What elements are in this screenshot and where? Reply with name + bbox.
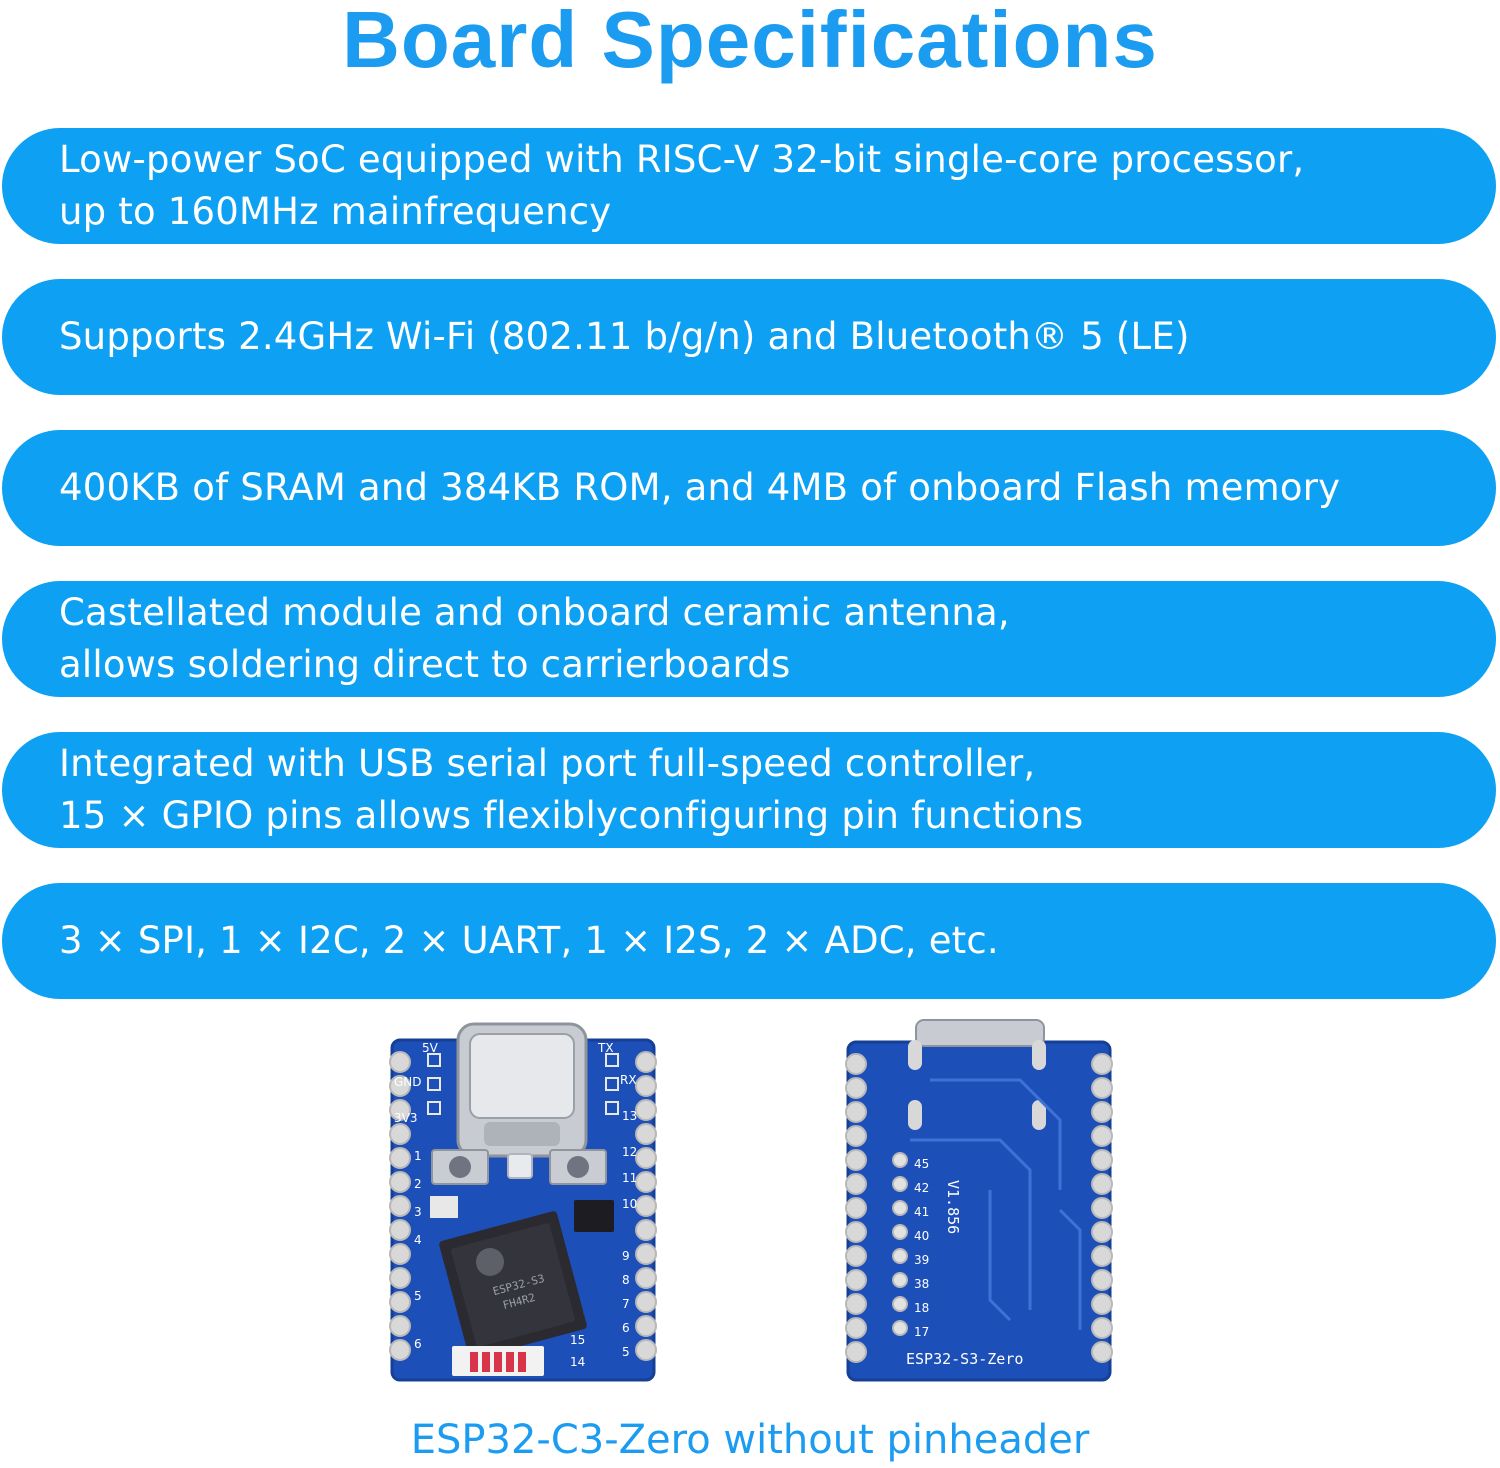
usb-c-connector-back — [915, 1019, 1045, 1047]
spec-pill-1: Low-power SoC equipped with RISC-V 32-bi… — [2, 128, 1496, 244]
spec-pill-6: 3 × SPI, 1 × I2C, 2 × UART, 1 × I2S, 2 ×… — [2, 883, 1496, 999]
spec-text: 400KB of SRAM and 384KB ROM, and 4MB of … — [59, 466, 1341, 509]
pin-label: 2 — [414, 1177, 422, 1191]
pin-label: 1 — [414, 1149, 422, 1163]
board-version: V1.856 — [944, 1180, 962, 1234]
back-left-pads — [845, 1053, 867, 1363]
right-castellated-pads — [635, 1051, 657, 1361]
spec-text: 15 × GPIO pins allows flexiblyconfigurin… — [59, 794, 1084, 837]
pin-label: 14 — [570, 1355, 585, 1369]
spec-pill-2: Supports 2.4GHz Wi-Fi (802.11 b/g/n) and… — [2, 279, 1496, 395]
pin-label: 17 — [914, 1325, 929, 1339]
pin-label: 9 — [622, 1249, 630, 1263]
page-title: Board Specifications — [342, 0, 1158, 84]
pin-label: 4 — [414, 1233, 422, 1247]
pin-label: 40 — [914, 1229, 929, 1243]
pin-label: RX — [620, 1073, 637, 1087]
pin-label: 7 — [622, 1297, 630, 1311]
board-caption: ESP32-C3-Zero without pinheader — [410, 1417, 1090, 1463]
pin-label: 10 — [622, 1197, 637, 1211]
spec-pill-3: 400KB of SRAM and 384KB ROM, and 4MB of … — [2, 430, 1496, 546]
spec-pill-4: Castellated module and onboard ceramic a… — [2, 581, 1496, 697]
spec-text: up to 160MHz mainfrequency — [59, 190, 612, 233]
pin-label: 3 — [414, 1205, 422, 1219]
pin-label: 5 — [414, 1289, 422, 1303]
pin-label: GND — [394, 1075, 422, 1089]
pin-label: 3V3 — [394, 1111, 417, 1125]
pin-label: 15 — [570, 1333, 585, 1347]
pin-label: 13 — [622, 1109, 637, 1123]
left-castellated-pads — [389, 1051, 411, 1361]
back-right-pads — [1091, 1053, 1113, 1363]
pin-label: 8 — [622, 1273, 630, 1287]
back-board-image: 45 42 41 40 39 38 18 17 V1.856 ESP32-S3-… — [845, 1019, 1113, 1382]
pin-label: 6 — [414, 1337, 422, 1351]
front-board-image: 5V GND 3V3 TX RX 13 12 11 10 9 8 7 6 5 1… — [389, 1022, 657, 1382]
pin-label: 42 — [914, 1181, 929, 1195]
spec-text: allows soldering direct to carrierboards — [59, 643, 791, 686]
pin-label: 18 — [914, 1301, 929, 1315]
pin-label: 5 — [622, 1345, 630, 1359]
pin-label: 5V — [422, 1041, 439, 1055]
spec-text: Supports 2.4GHz Wi-Fi (802.11 b/g/n) and… — [59, 315, 1190, 358]
pin-label: 41 — [914, 1205, 929, 1219]
spec-text: 3 × SPI, 1 × I2C, 2 × UART, 1 × I2S, 2 ×… — [59, 919, 999, 962]
spec-text: Castellated module and onboard ceramic a… — [59, 591, 1010, 634]
pin-label: 38 — [914, 1277, 929, 1291]
spec-text: Low-power SoC equipped with RISC-V 32-bi… — [59, 138, 1305, 181]
pin-label: 6 — [622, 1321, 630, 1335]
rgb-led — [507, 1153, 533, 1179]
pin-label: 45 — [914, 1157, 929, 1171]
pin-label: TX — [597, 1041, 614, 1055]
pin-label: 12 — [622, 1145, 637, 1159]
board-silkscreen-name: ESP32-S3-Zero — [906, 1350, 1023, 1368]
spec-pill-5: Integrated with USB serial port full-spe… — [2, 732, 1496, 848]
board-photos: 5V GND 3V3 TX RX 13 12 11 10 9 8 7 6 5 1… — [389, 1019, 1113, 1382]
esp-chip: ESP32-S3 FH4R2 — [439, 1211, 587, 1359]
pin-label: 39 — [914, 1253, 929, 1267]
spec-text: Integrated with USB serial port full-spe… — [59, 742, 1036, 785]
pin-label: 11 — [622, 1171, 637, 1185]
